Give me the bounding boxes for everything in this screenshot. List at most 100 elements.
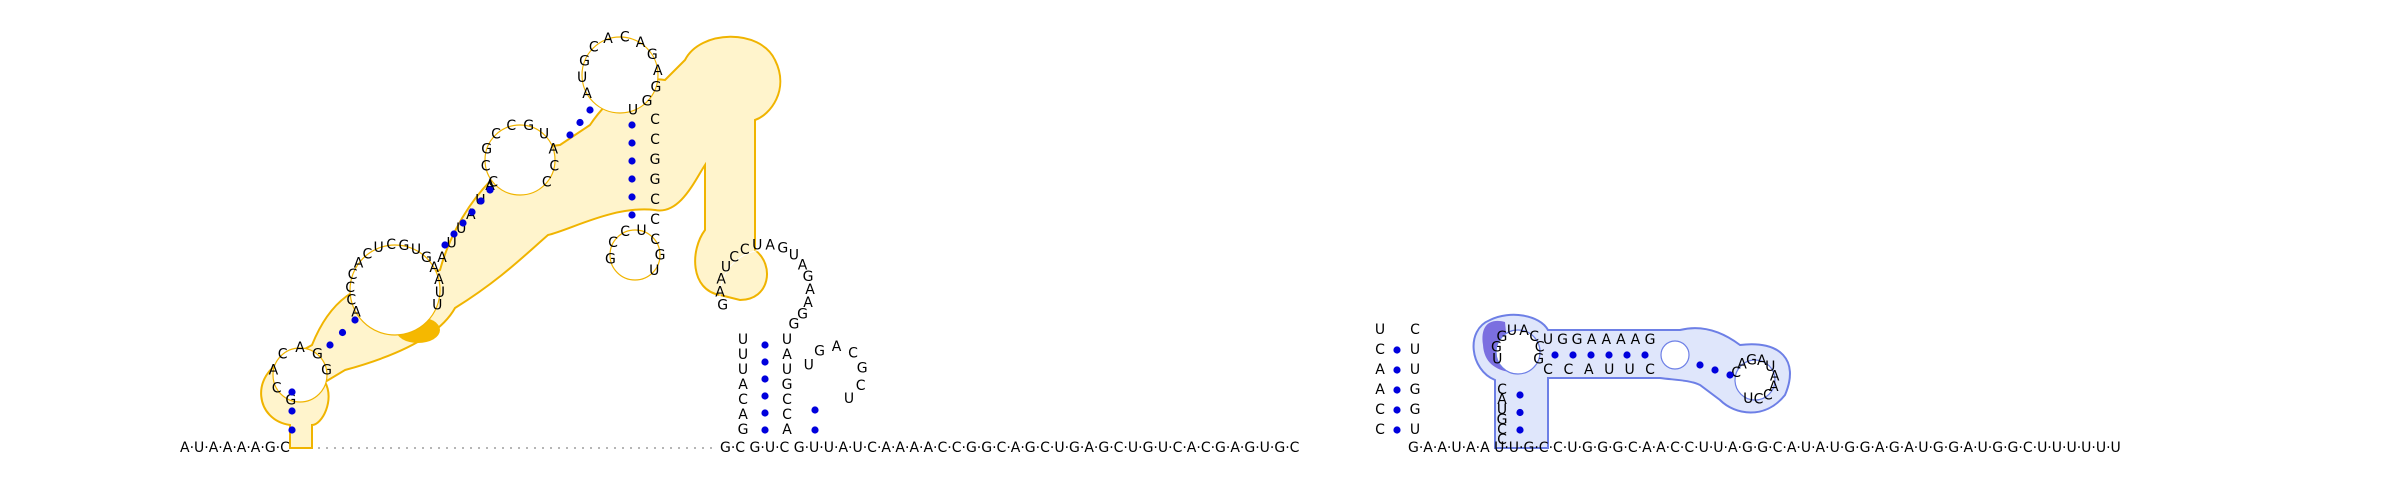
stem3-nucleotide: U — [1410, 422, 1420, 438]
blue-nucleotide: G — [1645, 332, 1656, 348]
yellow-nucleotide: A — [603, 31, 613, 47]
yellow-nucleotide: A — [269, 362, 279, 378]
middle-nucleotide: U — [804, 357, 814, 373]
yellow-nucleotide: C — [650, 192, 660, 208]
yellow-nucleotide: G — [285, 392, 296, 408]
blue-stem-3-base-pair-dot — [1516, 391, 1524, 399]
blue-stem-3-base-pair-dot — [1516, 408, 1524, 417]
middle-nucleotide: G — [788, 317, 799, 333]
blue-nucleotide: C — [1645, 362, 1655, 378]
yellow-loop-4 — [581, 36, 659, 114]
blue-nucleotide: G — [1491, 340, 1502, 356]
blue-nucleotide: A — [1737, 357, 1747, 373]
yellow-stem-5-base-pair-dot — [628, 175, 636, 183]
blue-loop-1 — [1495, 329, 1541, 375]
middle-nucleotide: U — [789, 248, 799, 264]
blue-nucleotide: U — [1624, 362, 1634, 378]
yellow-nucleotide: A — [582, 86, 592, 102]
blue-nucleotide: C — [1497, 432, 1507, 448]
middle-stem-1-base-pair-dot — [761, 341, 769, 349]
yellow-nucleotide: G — [650, 152, 661, 168]
blue-nucleotide: G — [1497, 412, 1508, 428]
middle-nucleotide: U — [738, 347, 748, 363]
yellow-nucleotide: U — [649, 263, 659, 279]
yellow-nucleotide: A — [485, 178, 495, 194]
blue-loop-3 — [1734, 359, 1776, 401]
blue-nucleotide: A — [1769, 379, 1779, 395]
baseline-right-sequence: G·A·A·U·A·A U·U·G·C·C·U·G·G·G·C·A·A·C·C·… — [1408, 440, 2121, 456]
blue-nucleotide: C — [1564, 362, 1574, 378]
baseline-middle-sequence: G·C G·U·C G·U·U·A·U·C·A·A·A·A·C·C·G·G·C·… — [720, 440, 1300, 456]
blue-nucleotide: U — [1743, 391, 1753, 407]
blue-stem-1-base-pair-dot — [1551, 351, 1559, 359]
yellow-nucleotide: A — [434, 272, 444, 288]
yellow-nucleotide: A — [354, 256, 364, 272]
yellow-nucleotide: C — [650, 112, 660, 128]
blue-nucleotide: U — [1507, 323, 1517, 339]
yellow-loop-1 — [272, 347, 328, 403]
baseline-left-sequence: A·U·A·A·A·A·G·C — [180, 440, 290, 456]
yellow-stem-3-base-pair-dot — [477, 197, 485, 205]
middle-nucleotide: G — [814, 344, 825, 360]
yellow-nucleotide: U — [539, 127, 549, 143]
yellow-nucleotide: G — [605, 251, 616, 267]
blue-nucleotide: A — [1602, 332, 1612, 348]
middle-nucleotide: C — [740, 242, 750, 258]
stem3-base-pair-dot — [1393, 386, 1401, 394]
yellow-stem-4-base-pair-dot — [566, 131, 574, 139]
yellow-nucleotide: G — [398, 238, 409, 254]
middle-stem-2-base-pair-dot — [811, 406, 819, 414]
yellow-nucleotide: G — [650, 79, 661, 95]
blue-nucleotide: U — [1497, 402, 1507, 418]
blue-nucleotide: C — [1497, 422, 1507, 438]
yellow-nucleotide: U — [628, 103, 638, 119]
blue-nucleotide: G — [1496, 329, 1507, 345]
stem3-nucleotide: U — [1375, 322, 1385, 338]
blue-stem-1-base-pair-dot — [1623, 351, 1631, 359]
blue-stem-1-base-pair-dot — [1641, 351, 1649, 359]
middle-nucleotide: U — [738, 332, 748, 348]
blue-nucleotide: G — [1533, 352, 1544, 368]
yellow-nucleotide: G — [579, 53, 590, 69]
yellow-nucleotide: G — [321, 362, 332, 378]
yellow-nucleotide: C — [620, 224, 630, 240]
stem3-nucleotide: C — [1375, 422, 1385, 438]
stem3-base-pair-dot — [1393, 346, 1401, 354]
middle-nucleotide: A — [803, 295, 813, 311]
blue-domain — [1472, 313, 1791, 449]
middle-stem-1-base-pair-dot — [761, 409, 769, 417]
blue-nucleotide: A — [1631, 332, 1641, 348]
middle-nucleotide: G — [738, 422, 749, 438]
stem3-nucleotide: A — [1375, 382, 1385, 398]
yellow-stem-1-base-pair-dot — [288, 388, 296, 396]
middle-nucleotide: G — [857, 361, 868, 377]
middle-nucleotide: A — [738, 377, 748, 393]
middle-nucleotide: A — [782, 347, 792, 363]
middle-stem-1-base-pair-dot — [761, 392, 769, 400]
yellow-nucleotide: U — [432, 297, 442, 313]
yellow-stem-5-base-pair-dot — [628, 139, 636, 147]
yellow-nucleotide: C — [506, 118, 516, 134]
yellow-nucleotide: G — [523, 118, 534, 134]
blue-nucleotide: A — [1519, 323, 1529, 339]
yellow-loop-5 — [609, 229, 661, 281]
blue-nucleotide: C — [1529, 329, 1539, 345]
yellow-nucleotide: C — [542, 175, 552, 191]
yellow-stem-3-base-pair-dot — [468, 208, 476, 216]
middle-nucleotide: U — [752, 238, 762, 254]
yellow-nucleotide: U — [577, 70, 587, 86]
blue-nucleotide: G — [1557, 332, 1568, 348]
blue-nucleotide: A — [1616, 332, 1626, 348]
blue-nucleotide: U — [1604, 362, 1614, 378]
blue-stem-2-base-pair-dot — [1711, 366, 1719, 374]
yellow-domain — [260, 35, 782, 449]
middle-nucleotide: C — [782, 407, 792, 423]
yellow-nucleotide: C — [363, 247, 373, 263]
yellow-nucleotide: A — [437, 250, 447, 266]
yellow-stem-5-base-pair-dot — [628, 157, 636, 165]
middle-stem-1-base-pair-dot — [761, 426, 769, 434]
stem3-nucleotide: G — [1410, 402, 1421, 418]
stem3-base-pair-dot — [1393, 366, 1401, 374]
blue-nucleotide: C — [1543, 362, 1553, 378]
stem3-nucleotide: C — [1375, 402, 1385, 418]
